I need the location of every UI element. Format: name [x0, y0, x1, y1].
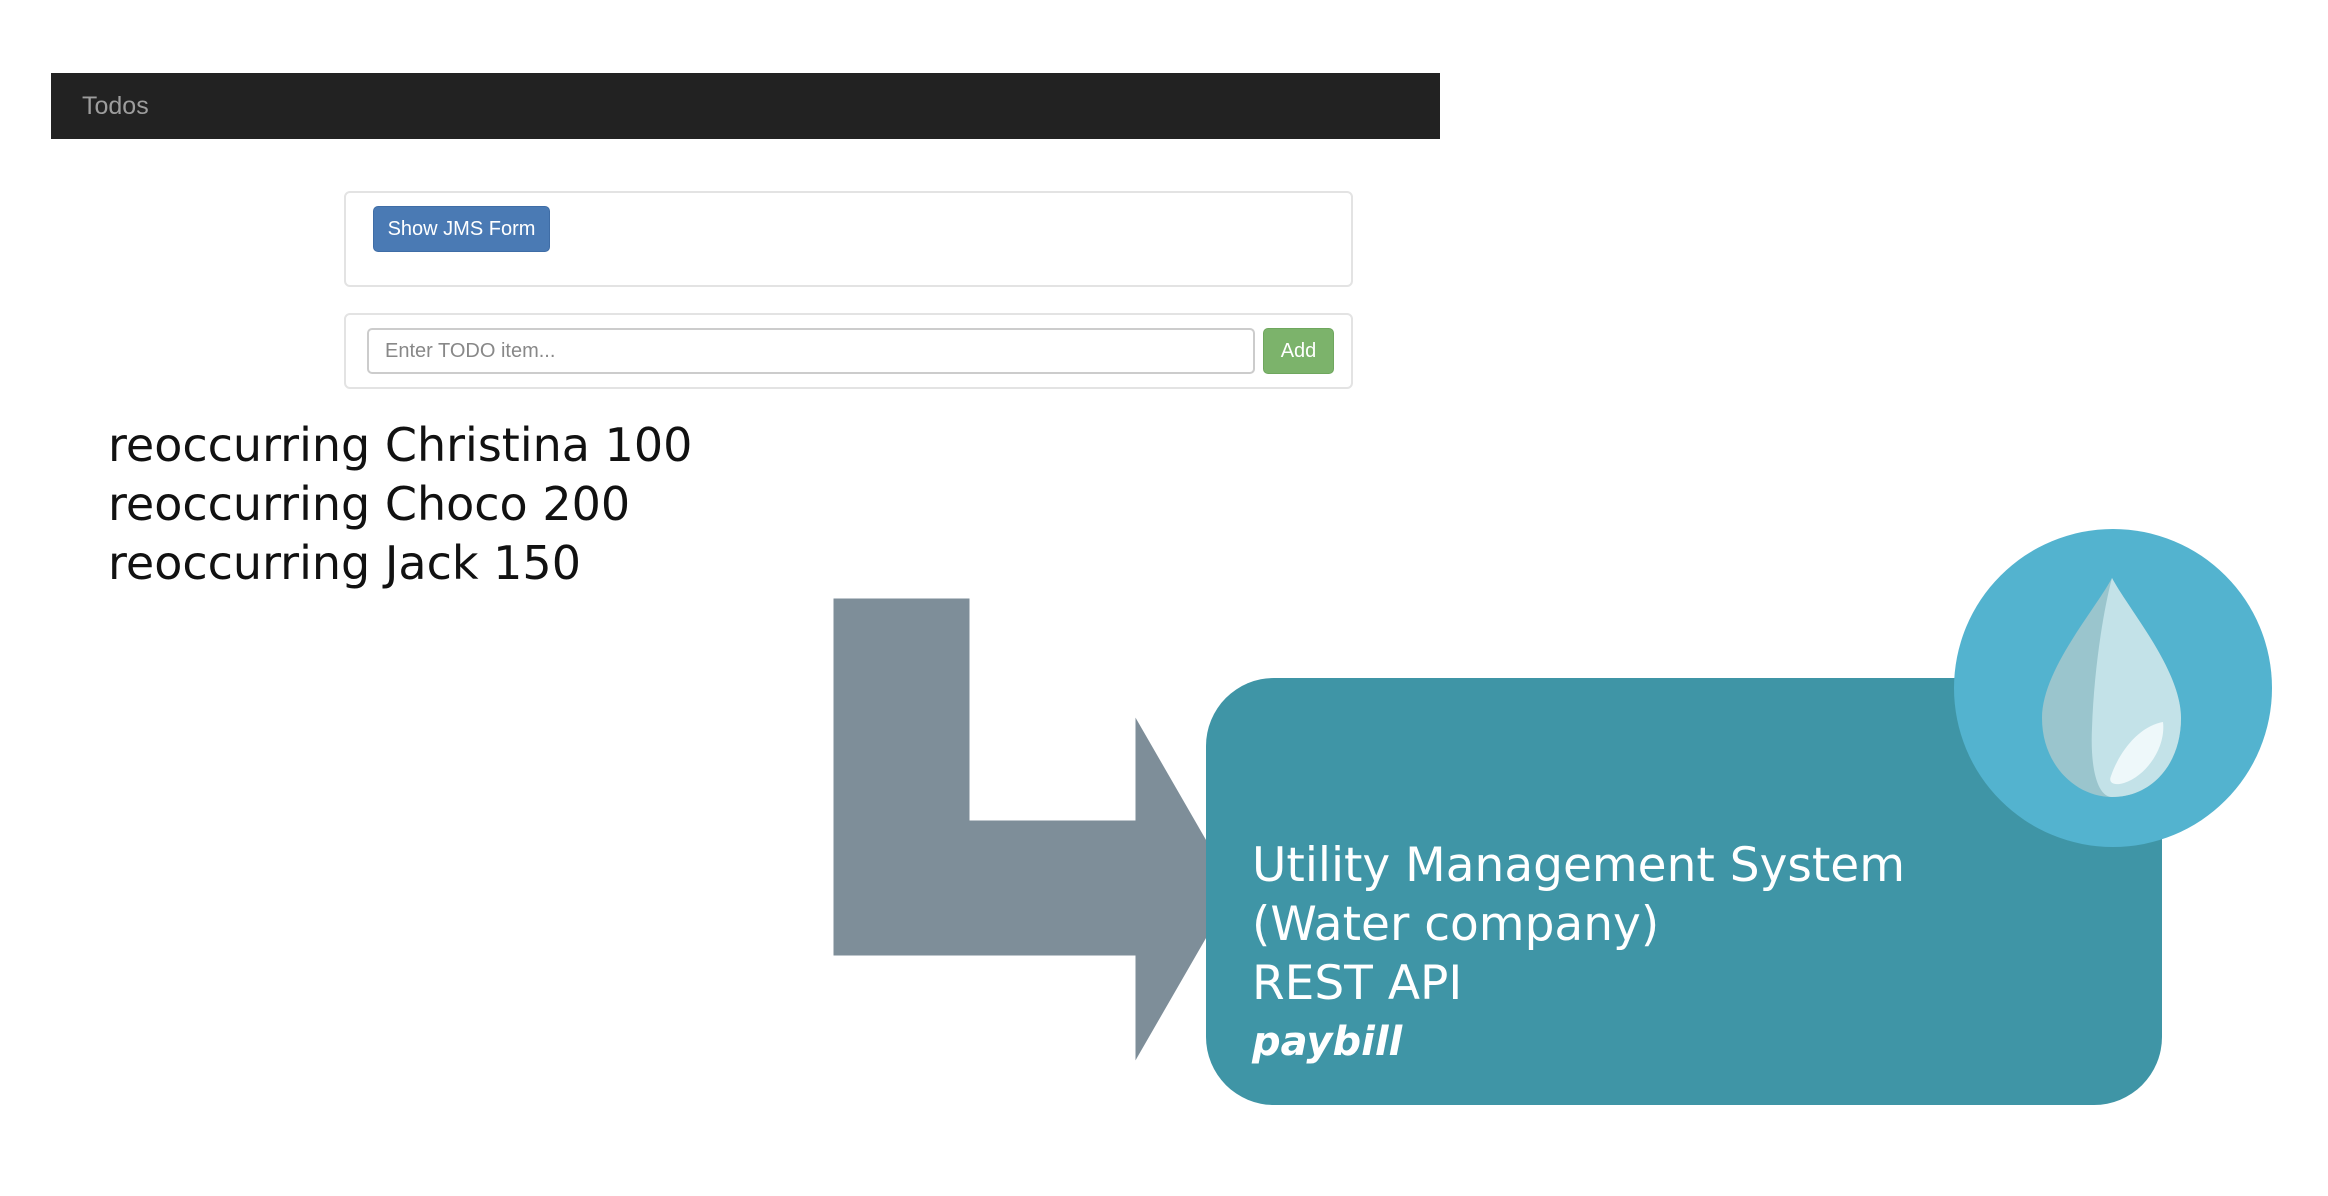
navbar: Todos	[51, 73, 1440, 139]
water-drop-icon	[2042, 578, 2181, 797]
todo-input[interactable]	[367, 328, 1255, 374]
service-name: Utility Management System	[1252, 838, 1905, 893]
service-box-text: Utility Management System (Water company…	[1252, 836, 1905, 1069]
todo-item: reoccurring Choco 200	[108, 477, 631, 531]
service-company: (Water company)	[1252, 897, 1660, 952]
navbar-brand[interactable]: Todos	[82, 92, 149, 120]
todo-list: reoccurring Christina 100 reoccurring Ch…	[108, 416, 692, 593]
show-jms-form-button[interactable]: Show JMS Form	[373, 206, 550, 252]
jms-panel: Show JMS Form	[344, 191, 1353, 287]
service-box	[1206, 678, 2162, 1105]
todo-item: reoccurring Christina 100	[108, 418, 693, 472]
service-type: REST API	[1252, 956, 1463, 1011]
elbow-arrow	[830, 595, 1238, 1072]
todo-form-panel: Add	[344, 313, 1353, 389]
add-button[interactable]: Add	[1263, 328, 1334, 374]
todo-item: reoccurring Jack 150	[108, 536, 581, 590]
api-name: paybill	[1252, 1019, 1403, 1065]
